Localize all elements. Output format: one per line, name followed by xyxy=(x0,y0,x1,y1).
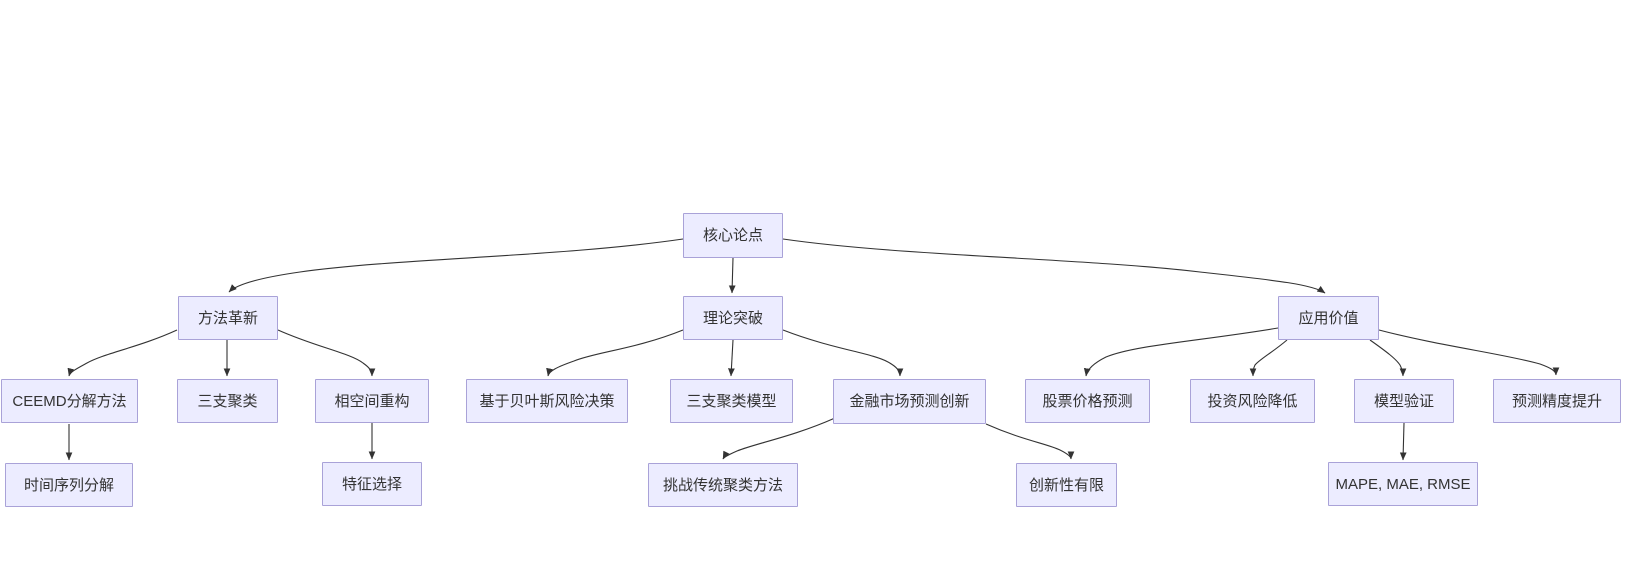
node-time-series-decomposition: 时间序列分解 xyxy=(5,463,133,507)
node-stock-price-prediction: 股票价格预测 xyxy=(1025,379,1150,423)
edge-method-ceemd xyxy=(67,329,178,377)
edge-application-risk xyxy=(1249,339,1288,377)
node-forecast-accuracy-improvement: 预测精度提升 xyxy=(1493,379,1621,423)
edge-theory-twmodel xyxy=(728,339,735,377)
edge-core-method xyxy=(228,238,684,293)
node-three-way-clustering: 三支聚类 xyxy=(177,379,278,423)
edge-validation-metrics xyxy=(1399,422,1407,461)
edge-finance-challenge xyxy=(722,417,836,460)
node-ceemd-decomposition: CEEMD分解方法 xyxy=(1,379,138,423)
node-financial-market-forecast-innovation: 金融市场预测创新 xyxy=(833,379,986,424)
edge-core-application xyxy=(782,238,1326,294)
node-feature-selection: 特征选择 xyxy=(322,462,422,506)
node-investment-risk-reduction: 投资风险降低 xyxy=(1190,379,1315,423)
edge-theory-finance xyxy=(782,329,904,377)
node-method-innovation: 方法革新 xyxy=(178,296,278,340)
edge-application-stock xyxy=(1083,327,1279,377)
edge-finance-limited xyxy=(985,423,1075,460)
node-error-metrics: MAPE, MAE, RMSE xyxy=(1328,462,1478,506)
edge-method-phase xyxy=(277,329,376,377)
node-application-value: 应用价值 xyxy=(1278,296,1379,340)
node-limited-novelty: 创新性有限 xyxy=(1016,463,1117,507)
node-phase-space-reconstruction: 相空间重构 xyxy=(315,379,429,423)
edge-application-precision xyxy=(1378,329,1560,376)
edge-application-validation xyxy=(1369,339,1407,377)
node-three-way-clustering-model: 三支聚类模型 xyxy=(670,379,793,423)
edge-theory-bayes xyxy=(546,329,684,377)
node-model-validation: 模型验证 xyxy=(1354,379,1454,423)
node-core-thesis: 核心论点 xyxy=(683,213,783,258)
node-bayesian-risk-decision: 基于贝叶斯风险决策 xyxy=(466,379,628,423)
node-challenge-traditional-clustering: 挑战传统聚类方法 xyxy=(648,463,798,507)
edge-core-theory xyxy=(728,257,736,294)
node-theory-breakthrough: 理论突破 xyxy=(683,296,783,340)
